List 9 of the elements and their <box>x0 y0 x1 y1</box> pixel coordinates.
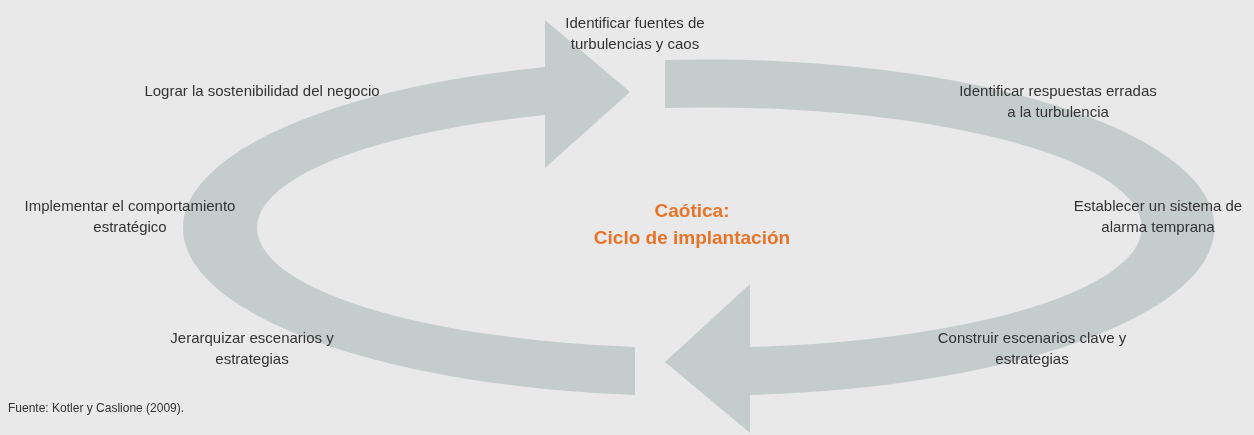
step-label: Establecer un sistema de alarma temprana <box>1072 196 1244 237</box>
step-label: Identificar fuentes de turbulencias y caos <box>564 13 706 54</box>
cycle-title: Caótica: Ciclo de implantación <box>593 199 791 250</box>
step-label: Jerarquizar escenarios y estrategias <box>169 328 335 369</box>
step-label: Construir escenarios clave y estrategias <box>936 328 1128 369</box>
step-label: Implementar el comportamiento estratégico <box>23 196 237 237</box>
source-note: Fuente: Kotler y Caslione (2009). <box>8 401 185 415</box>
step-label: Identificar respuestas erradas a la turbulencia <box>958 81 1158 122</box>
step-label: Lograr la sostenibilidad del negocio <box>143 81 381 101</box>
